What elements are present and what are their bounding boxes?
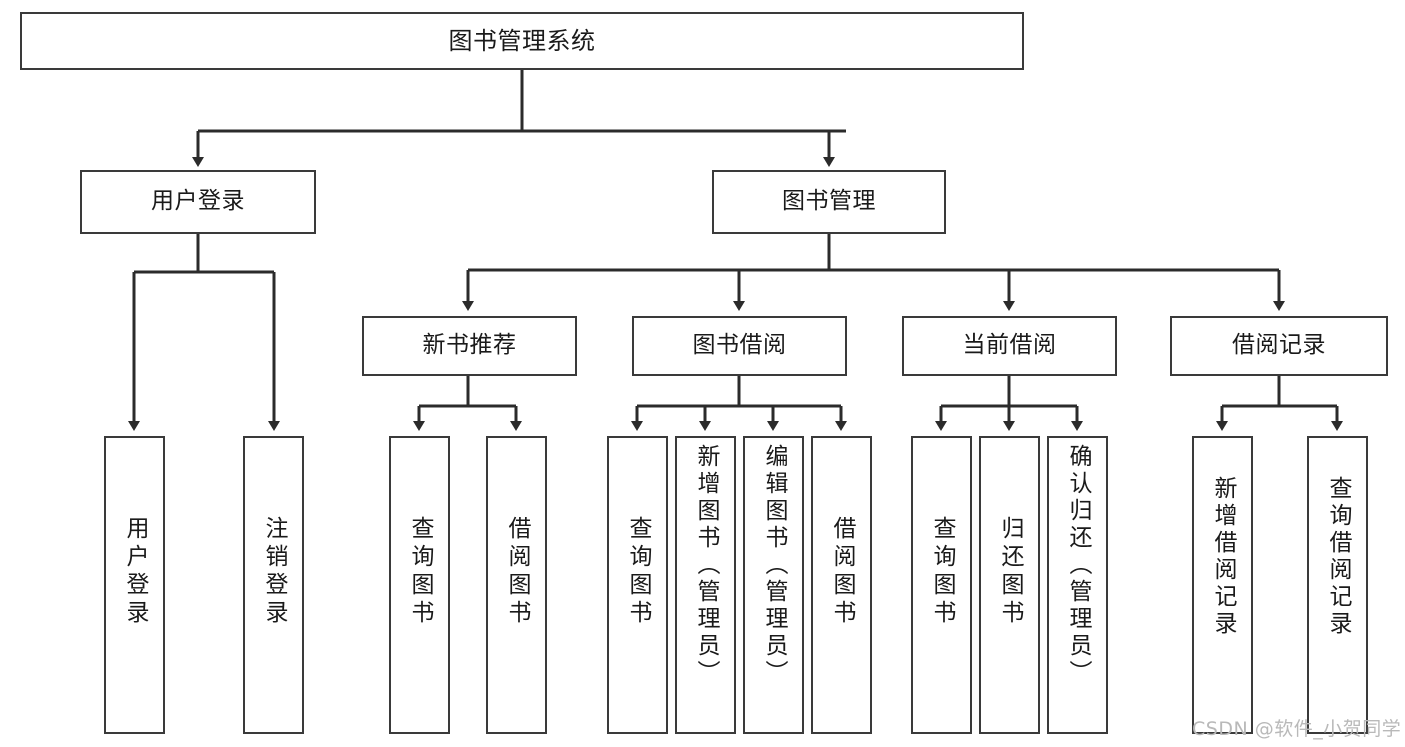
watermark: CSDN @软件_小贺同学	[1192, 718, 1402, 740]
node-leaf-query-book-3[interactable]: 查询图书	[911, 436, 972, 734]
node-book-borrow-label: 图书借阅	[692, 332, 787, 359]
node-leaf-borrow-book-2-label: 借阅图书	[829, 516, 855, 628]
node-new-book-rec[interactable]: 新书推荐	[362, 316, 577, 376]
node-leaf-return-book[interactable]: 归还图书	[979, 436, 1040, 734]
node-user-login[interactable]: 用户登录	[80, 170, 316, 234]
node-leaf-add-record-label: 新增借阅记录	[1210, 476, 1236, 638]
node-leaf-query-record[interactable]: 查询借阅记录	[1307, 436, 1368, 734]
node-current-borrow-label: 当前借阅	[962, 332, 1057, 359]
node-current-borrow[interactable]: 当前借阅	[902, 316, 1117, 376]
node-leaf-edit-book[interactable]: 编辑图书（管理员）	[743, 436, 804, 734]
node-borrow-record-label: 借阅记录	[1232, 332, 1326, 359]
node-root[interactable]: 图书管理系统	[20, 12, 1024, 70]
node-book-manage[interactable]: 图书管理	[712, 170, 946, 234]
node-leaf-borrow-book-1[interactable]: 借阅图书	[486, 436, 547, 734]
node-leaf-confirm-return[interactable]: 确认归还（管理员）	[1047, 436, 1108, 734]
node-user-login-label: 用户登录	[151, 188, 245, 215]
node-leaf-query-record-label: 查询借阅记录	[1325, 476, 1351, 638]
node-leaf-query-book-1[interactable]: 查询图书	[389, 436, 450, 734]
node-leaf-user-login-label: 用户登录	[122, 516, 148, 628]
node-book-borrow[interactable]: 图书借阅	[632, 316, 847, 376]
node-root-label: 图书管理系统	[448, 26, 596, 55]
node-leaf-edit-book-label: 编辑图书（管理员）	[761, 444, 787, 687]
node-leaf-add-record[interactable]: 新增借阅记录	[1192, 436, 1253, 734]
node-borrow-record[interactable]: 借阅记录	[1170, 316, 1388, 376]
node-leaf-return-book-label: 归还图书	[997, 516, 1023, 628]
node-new-book-rec-label: 新书推荐	[422, 332, 517, 359]
node-leaf-query-book-2-label: 查询图书	[625, 516, 651, 628]
node-leaf-user-login[interactable]: 用户登录	[104, 436, 165, 734]
node-book-manage-label: 图书管理	[782, 188, 876, 215]
node-leaf-confirm-return-label: 确认归还（管理员）	[1065, 444, 1091, 687]
node-leaf-query-book-2[interactable]: 查询图书	[607, 436, 668, 734]
node-leaf-borrow-book-2[interactable]: 借阅图书	[811, 436, 872, 734]
node-leaf-logout[interactable]: 注销登录	[243, 436, 304, 734]
node-leaf-add-book-label: 新增图书（管理员）	[693, 444, 719, 687]
node-leaf-add-book[interactable]: 新增图书（管理员）	[675, 436, 736, 734]
node-leaf-logout-label: 注销登录	[261, 516, 287, 628]
node-leaf-query-book-1-label: 查询图书	[407, 516, 433, 628]
node-leaf-borrow-book-1-label: 借阅图书	[504, 516, 530, 628]
node-leaf-query-book-3-label: 查询图书	[929, 516, 955, 628]
